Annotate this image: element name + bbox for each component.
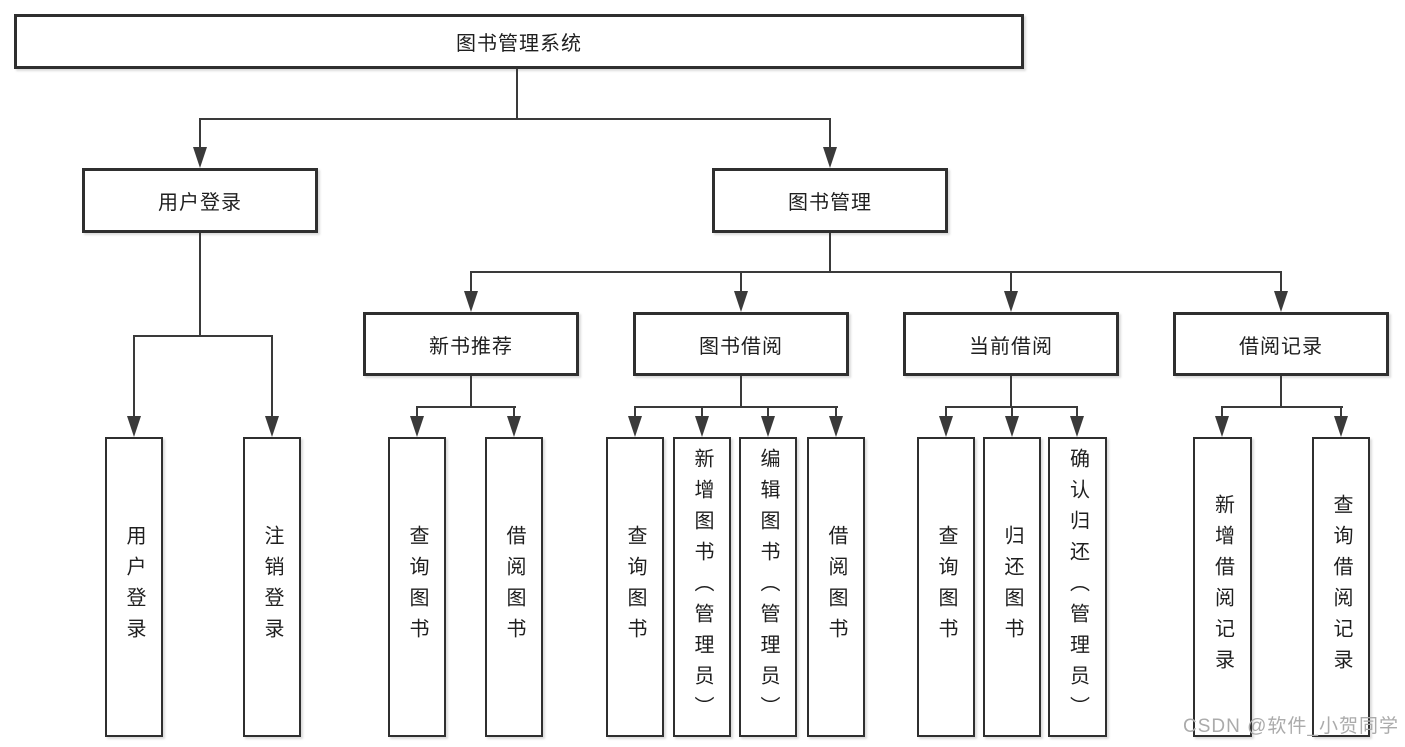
connector-borrow-arm-3 (767, 406, 769, 420)
connector-user-login-branch (133, 335, 273, 337)
connector-borrow-arm-1 (634, 406, 636, 420)
arrow-down-icon (265, 416, 279, 437)
connector-root-arm-left (199, 118, 201, 150)
arrow-down-icon (1215, 416, 1229, 437)
node-recommend-query-books: 查询图书 (388, 437, 446, 737)
connector-current-arm-3 (1076, 406, 1078, 420)
connector-root-stem (516, 69, 518, 119)
node-current-return-books: 归还图书 (983, 437, 1041, 737)
node-user-login: 用户登录 (82, 168, 318, 233)
node-logout: 注销登录 (243, 437, 301, 737)
arrow-down-icon (628, 416, 642, 437)
watermark: CSDN @软件_小贺同学 (1183, 716, 1399, 737)
arrow-down-icon (1274, 291, 1288, 312)
node-current-borrow: 当前借阅 (903, 312, 1119, 376)
arrow-down-icon (127, 416, 141, 437)
arrow-down-icon (410, 416, 424, 437)
connector-current-arm-2 (1011, 406, 1013, 420)
arrow-down-icon (507, 416, 521, 437)
connector-records-stem (1280, 376, 1282, 408)
arrow-down-icon (193, 147, 207, 168)
node-current-confirm-return-admin: 确认归还（管理员） (1048, 437, 1107, 737)
arrow-down-icon (1070, 416, 1084, 437)
connector-user-login-stem (199, 233, 201, 337)
arrow-down-icon (829, 416, 843, 437)
connector-borrow-stem (740, 376, 742, 408)
node-new-book-recommend: 新书推荐 (363, 312, 579, 376)
node-current-query-books: 查询图书 (917, 437, 975, 737)
connector-current-arm-1 (945, 406, 947, 420)
connector-book-mgmt-stem (829, 233, 831, 273)
arrow-down-icon (464, 291, 478, 312)
connector-current-stem (1010, 376, 1012, 408)
node-records-query-borrow-record: 查询借阅记录 (1312, 437, 1370, 737)
node-book-borrow: 图书借阅 (633, 312, 849, 376)
arrow-down-icon (761, 416, 775, 437)
node-recommend-borrow-books: 借阅图书 (485, 437, 543, 737)
connector-records-arm-1 (1221, 406, 1223, 420)
arrow-down-icon (1334, 416, 1348, 437)
connector-recommend-branch (416, 406, 516, 408)
connector-root-branch (199, 118, 831, 120)
connector-book-mgmt-branch (470, 271, 1282, 273)
connector-book-mgmt-arm-1 (470, 271, 472, 294)
connector-recommend-arm-1 (416, 406, 418, 420)
connector-records-arm-2 (1340, 406, 1342, 420)
connector-borrow-arm-4 (835, 406, 837, 420)
connector-user-login-arm-2 (271, 335, 273, 419)
connector-root-arm-right (829, 118, 831, 150)
node-borrow-borrow-books: 借阅图书 (807, 437, 865, 737)
arrow-down-icon (1005, 416, 1019, 437)
connector-recommend-stem (470, 376, 472, 408)
connector-user-login-arm-1 (133, 335, 135, 419)
arrow-down-icon (695, 416, 709, 437)
connector-borrow-arm-2 (701, 406, 703, 420)
connector-book-mgmt-arm-3 (1010, 271, 1012, 294)
connector-book-mgmt-arm-4 (1280, 271, 1282, 294)
node-borrow-records: 借阅记录 (1173, 312, 1389, 376)
arrow-down-icon (1004, 291, 1018, 312)
arrow-down-icon (734, 291, 748, 312)
connector-records-branch (1221, 406, 1343, 408)
connector-borrow-branch (634, 406, 838, 408)
arrow-down-icon (823, 147, 837, 168)
node-user-login-leaf: 用户登录 (105, 437, 163, 737)
arrow-down-icon (939, 416, 953, 437)
connector-book-mgmt-arm-2 (740, 271, 742, 294)
node-records-add-borrow-record: 新增借阅记录 (1193, 437, 1252, 737)
node-borrow-query-books: 查询图书 (606, 437, 664, 737)
node-borrow-edit-books-admin: 编辑图书（管理员） (739, 437, 797, 737)
node-borrow-add-books-admin: 新增图书（管理员） (673, 437, 731, 737)
node-library-system: 图书管理系统 (14, 14, 1024, 69)
connector-recommend-arm-2 (513, 406, 515, 420)
node-book-management: 图书管理 (712, 168, 948, 233)
